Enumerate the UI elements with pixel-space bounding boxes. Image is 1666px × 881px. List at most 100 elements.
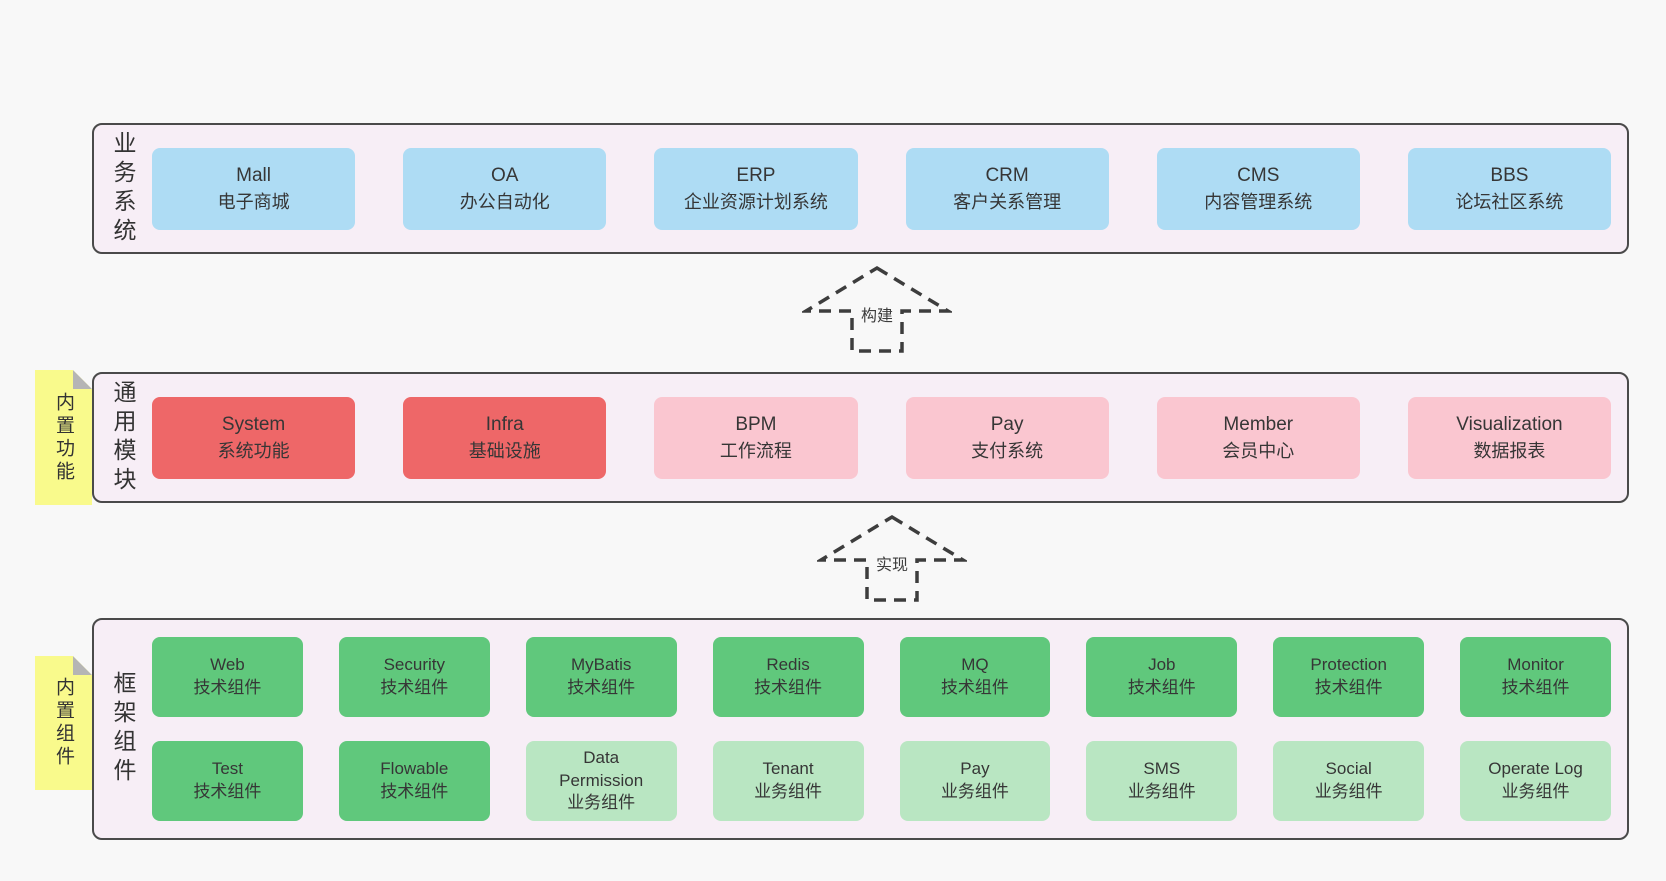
box-name: Pay (990, 413, 1024, 435)
box-desc: 技术组件 (193, 678, 262, 697)
box-job: Job 技术组件 (1086, 637, 1238, 717)
arrow-up-implement: 实现 (817, 513, 967, 603)
box-name: MyBatis (570, 655, 632, 675)
arrow-label: 构建 (857, 302, 897, 326)
box-security: Security 技术组件 (338, 637, 490, 717)
box-desc: 技术组件 (567, 678, 636, 697)
box-name: Mall (236, 164, 271, 186)
box-social: Social 业务组件 (1273, 741, 1425, 821)
box-name: System (221, 413, 286, 435)
folded-corner (73, 370, 92, 389)
box-desc: 基础设施 (468, 441, 541, 462)
box-desc: 业务组件 (1501, 782, 1570, 801)
box-desc: 技术组件 (380, 782, 449, 801)
box-name: Flowable (380, 759, 449, 779)
sticky-note-builtin-features: 内置功能 (35, 370, 92, 505)
box-name: CRM (985, 164, 1029, 186)
sticky-note-builtin-components: 内置组件 (35, 656, 92, 790)
arrow-up-icon (817, 514, 967, 602)
box-desc: 业务组件 (940, 782, 1009, 801)
box-name: Web (210, 655, 245, 675)
box-name: Operate Log (1488, 759, 1583, 779)
box-desc: 业务组件 (567, 793, 636, 813)
box-desc: 支付系统 (971, 441, 1044, 462)
box-name: BPM (735, 413, 777, 435)
box-name: CMS (1237, 164, 1280, 186)
panel-title: 业务系统 (110, 130, 136, 247)
box-desc: 技术组件 (754, 678, 823, 697)
folded-corner (73, 656, 92, 675)
box-name: ERP (736, 164, 776, 186)
box-desc: 会员中心 (1222, 441, 1295, 462)
box-desc: 内容管理系统 (1204, 192, 1313, 213)
box-system: System 系统功能 (152, 396, 356, 479)
box-web: Web 技术组件 (152, 637, 303, 717)
box-name: Data Permission (559, 747, 644, 790)
box-desc: 技术组件 (1127, 678, 1196, 697)
box-crm: CRM 客户关系管理 (905, 147, 1109, 230)
box-desc: 数据报表 (1473, 441, 1546, 462)
box-name: Job (1148, 655, 1176, 675)
box-name: MQ (961, 655, 989, 675)
box-desc: 论坛社区系统 (1455, 192, 1564, 213)
box-name: Infra (485, 413, 524, 435)
box-desc: 办公自动化 (459, 192, 550, 213)
arrow-up-icon (802, 265, 952, 353)
box-name: Tenant (762, 759, 814, 779)
box-tenant: Tenant 业务组件 (712, 741, 864, 821)
box-desc: 技术组件 (1314, 678, 1383, 697)
box-desc: 技术组件 (380, 678, 449, 697)
box-cms: CMS 内容管理系统 (1156, 147, 1360, 230)
box-desc: 系统功能 (217, 441, 290, 462)
box-protection: Protection 技术组件 (1273, 637, 1425, 717)
panel-title: 通用模块 (110, 379, 136, 496)
box-name: Security (383, 655, 446, 675)
box-name: Member (1223, 413, 1294, 435)
box-name: Visualization (1456, 413, 1563, 435)
sticky-note-label: 内置组件 (53, 677, 74, 769)
box-name: Social (1325, 759, 1372, 779)
box-monitor: Monitor 技术组件 (1460, 637, 1611, 717)
box-test: Test 技术组件 (152, 741, 303, 821)
box-mall: Mall 电子商城 (152, 147, 356, 230)
box-data-permission: Data Permission 业务组件 (525, 741, 677, 821)
box-pay: Pay 支付系统 (905, 396, 1109, 479)
box-name: Test (211, 759, 244, 779)
box-name: OA (491, 164, 519, 186)
arrow-up-build: 构建 (802, 264, 952, 354)
arrow-label: 实现 (872, 551, 912, 575)
box-operate-log: Operate Log 业务组件 (1460, 741, 1611, 821)
box-visualization: Visualization 数据报表 (1407, 396, 1612, 479)
box-flowable: Flowable 技术组件 (338, 741, 490, 821)
box-name: Monitor (1507, 655, 1564, 675)
box-name: Protection (1310, 655, 1387, 675)
box-desc: 客户关系管理 (953, 192, 1062, 213)
box-infra: Infra 基础设施 (403, 396, 607, 479)
box-pay: Pay 业务组件 (899, 741, 1051, 821)
sticky-note-label: 内置功能 (53, 391, 74, 484)
box-desc: 技术组件 (940, 678, 1009, 697)
box-desc: 技术组件 (1501, 678, 1570, 697)
panel-title: 框架组件 (110, 671, 136, 787)
box-desc: 业务组件 (1314, 782, 1383, 801)
box-name: Pay (960, 759, 990, 779)
box-desc: 业务组件 (754, 782, 823, 801)
box-mybatis: MyBatis 技术组件 (525, 637, 677, 717)
box-desc: 电子商城 (217, 192, 290, 213)
box-mq: MQ 技术组件 (899, 637, 1051, 717)
box-desc: 技术组件 (193, 782, 262, 801)
